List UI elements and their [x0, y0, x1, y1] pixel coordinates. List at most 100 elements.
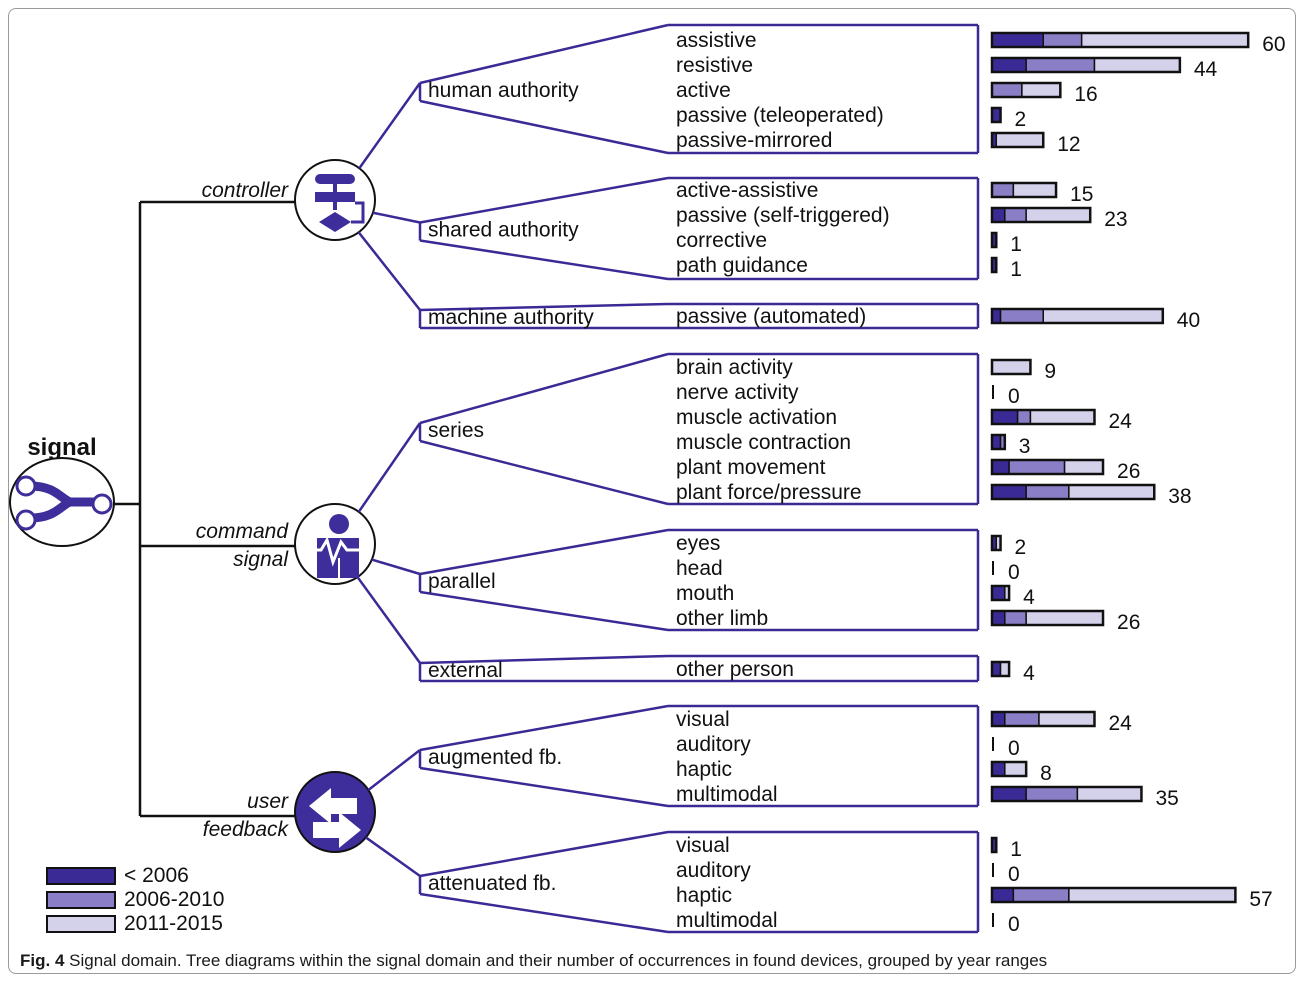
bar-zero-mark	[992, 913, 994, 927]
bar-outline	[990, 458, 1105, 476]
group-connector	[358, 82, 422, 169]
item-label: other limb	[676, 607, 768, 630]
bar-segment	[1025, 207, 1091, 223]
occurrence-bar	[990, 307, 1165, 325]
group-fan-top	[419, 176, 669, 224]
legend-swatch	[46, 867, 116, 885]
group-connector	[357, 231, 421, 311]
occurrence-bar	[990, 131, 1045, 149]
bar-count-label: 0	[1008, 913, 1020, 936]
occurrence-bar	[990, 609, 1105, 627]
figure-frame	[8, 8, 1296, 974]
group-fan-top	[419, 23, 669, 85]
item-label: haptic	[676, 884, 732, 907]
item-label: multimodal	[676, 783, 778, 806]
item-label: assistive	[676, 29, 757, 52]
flowchart-icon-start	[315, 174, 355, 184]
occurrence-bar	[990, 836, 998, 854]
figure-caption: Fig. 4 Signal domain. Tree diagrams with…	[20, 951, 1290, 971]
bar-count-label: 26	[1117, 460, 1140, 483]
bar-outline	[990, 609, 1105, 627]
group-label: series	[428, 419, 484, 442]
item-label: nerve activity	[676, 381, 799, 404]
item-label: visual	[676, 834, 730, 857]
bar-segment	[991, 786, 1027, 802]
legend-swatch	[46, 891, 116, 909]
branch-label: controller	[202, 179, 289, 202]
item-label: passive (teleoperated)	[676, 104, 884, 127]
group-label: augmented fb.	[428, 746, 562, 769]
occurrence-bar	[992, 561, 994, 575]
bar-segment	[1004, 610, 1027, 626]
item-label: muscle contraction	[676, 431, 851, 454]
bar-count-label: 60	[1262, 33, 1285, 56]
bar-count-label: 1	[1010, 838, 1022, 861]
bar-segment	[999, 308, 1044, 324]
bar-outline	[990, 534, 1002, 552]
person-signal-icon	[294, 503, 376, 585]
flowchart-icon-decision	[319, 212, 351, 232]
bar-count-label: 9	[1044, 360, 1056, 383]
bar-outline	[990, 433, 1007, 451]
bar-outline	[990, 483, 1156, 501]
bar-count-label: 38	[1168, 485, 1191, 508]
bar-segment	[991, 661, 1002, 677]
item-label: passive (automated)	[676, 305, 866, 328]
bar-zero-mark	[992, 863, 994, 877]
occurrence-bar	[992, 385, 994, 399]
bar-outline	[990, 408, 1096, 426]
item-label: brain activity	[676, 356, 793, 379]
bar-outline	[990, 256, 998, 274]
group-connector	[371, 558, 421, 576]
group-connector	[372, 211, 421, 224]
bar-segment	[1029, 409, 1096, 425]
bar-segment	[1025, 610, 1104, 626]
occurrence-bar	[992, 913, 994, 927]
signal-icon	[9, 457, 115, 547]
bar-segment	[991, 308, 1002, 324]
bar-segment	[991, 610, 1006, 626]
item-label: active-assistive	[676, 179, 818, 202]
occurrence-bar	[992, 863, 994, 877]
occurrence-bar	[990, 206, 1092, 224]
group-fan-top	[419, 654, 669, 665]
item-label: muscle activation	[676, 406, 837, 429]
item-label: passive (self-triggered)	[676, 204, 890, 227]
bar-count-label: 15	[1070, 183, 1093, 206]
occurrence-bar	[990, 106, 1002, 124]
exchange-icon-arrow-right	[313, 812, 361, 848]
group-connector	[365, 836, 421, 878]
occurrence-bar	[990, 56, 1182, 74]
occurrence-bar	[990, 181, 1058, 199]
bar-segment	[991, 585, 1006, 601]
bar-outline	[990, 307, 1165, 325]
bar-segment	[1042, 32, 1083, 48]
item-label: corrective	[676, 229, 767, 252]
bar-count-label: 1	[1010, 258, 1022, 281]
occurrence-bar	[990, 81, 1062, 99]
exchange-arrows-icon	[294, 771, 376, 853]
signal-icon-node-bottom	[15, 509, 37, 531]
bar-segment	[1076, 786, 1143, 802]
root-label: signal	[27, 434, 96, 461]
bar-segment	[999, 661, 1010, 677]
occurrence-bar	[990, 483, 1156, 501]
bar-count-label: 35	[1155, 787, 1178, 810]
bar-count-label: 4	[1023, 662, 1035, 685]
bar-segment	[1093, 57, 1181, 73]
bar-count-label: 0	[1008, 737, 1020, 760]
item-label: passive-mirrored	[676, 129, 832, 152]
bar-segment	[1004, 761, 1027, 777]
bar-count-label: 16	[1074, 83, 1097, 106]
bar-segment	[1021, 82, 1062, 98]
occurrence-bar	[990, 886, 1237, 904]
occurrence-bar	[990, 710, 1096, 728]
bar-segment	[1080, 32, 1249, 48]
bar-segment	[1038, 711, 1096, 727]
group-fan-top	[419, 302, 669, 312]
legend-swatch	[46, 915, 116, 933]
group-fan-bottom	[419, 766, 669, 808]
branch-label-line1: command	[196, 520, 290, 543]
group-fan-top	[419, 704, 669, 752]
